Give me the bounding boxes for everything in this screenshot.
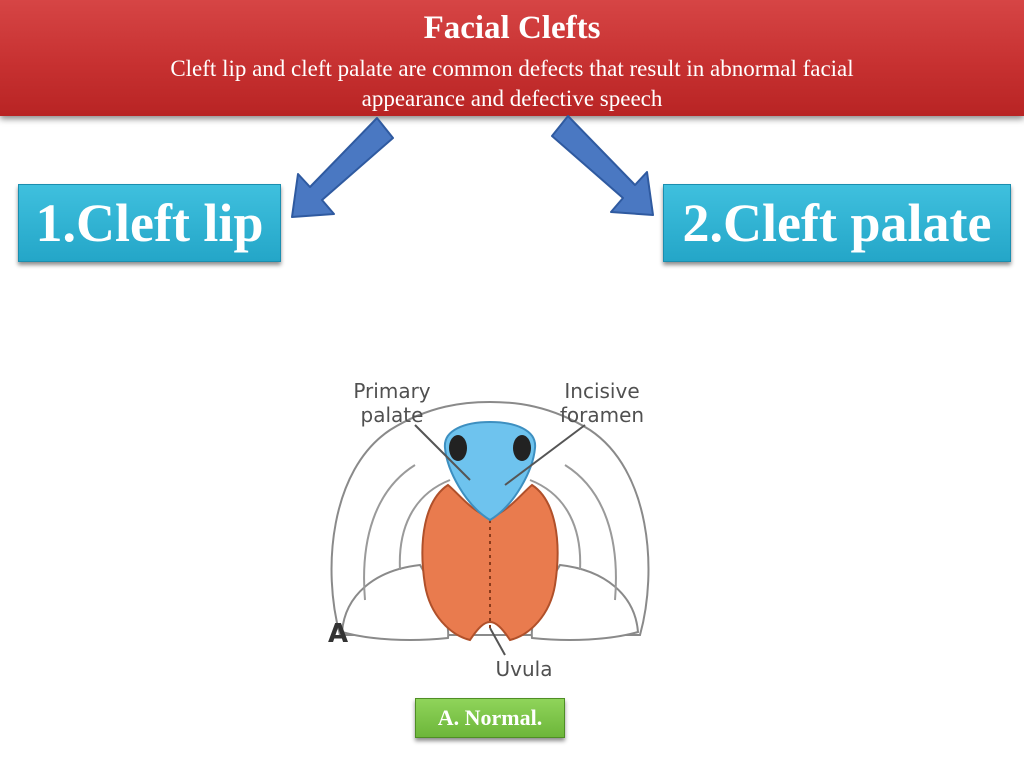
palate-diagram: Primary palate Incisive foramen Uvula A — [328, 379, 650, 681]
title-banner: Facial Clefts Cleft lip and cleft palate… — [0, 0, 1024, 116]
page-subtitle: Cleft lip and cleft palate are common de… — [170, 56, 854, 111]
incisive-foramen-label: Incisive — [564, 379, 639, 403]
arrow-down-left-icon — [291, 117, 394, 218]
cleft-lip-label: 1.Cleft lip — [18, 184, 281, 262]
arrow-down-right-icon — [551, 115, 654, 216]
incisive-foramen-label-line2: foramen — [560, 403, 644, 427]
panel-letter: A — [328, 619, 348, 649]
primary-palate-label: Primary — [353, 379, 430, 403]
figure-caption: A. Normal. — [415, 698, 565, 738]
primary-palate — [443, 420, 537, 522]
uvula-label: Uvula — [496, 657, 553, 681]
primary-palate-label-line2: palate — [361, 403, 424, 427]
cleft-palate-label: 2.Cleft palate — [663, 184, 1011, 262]
page-title: Facial Clefts — [423, 10, 601, 46]
